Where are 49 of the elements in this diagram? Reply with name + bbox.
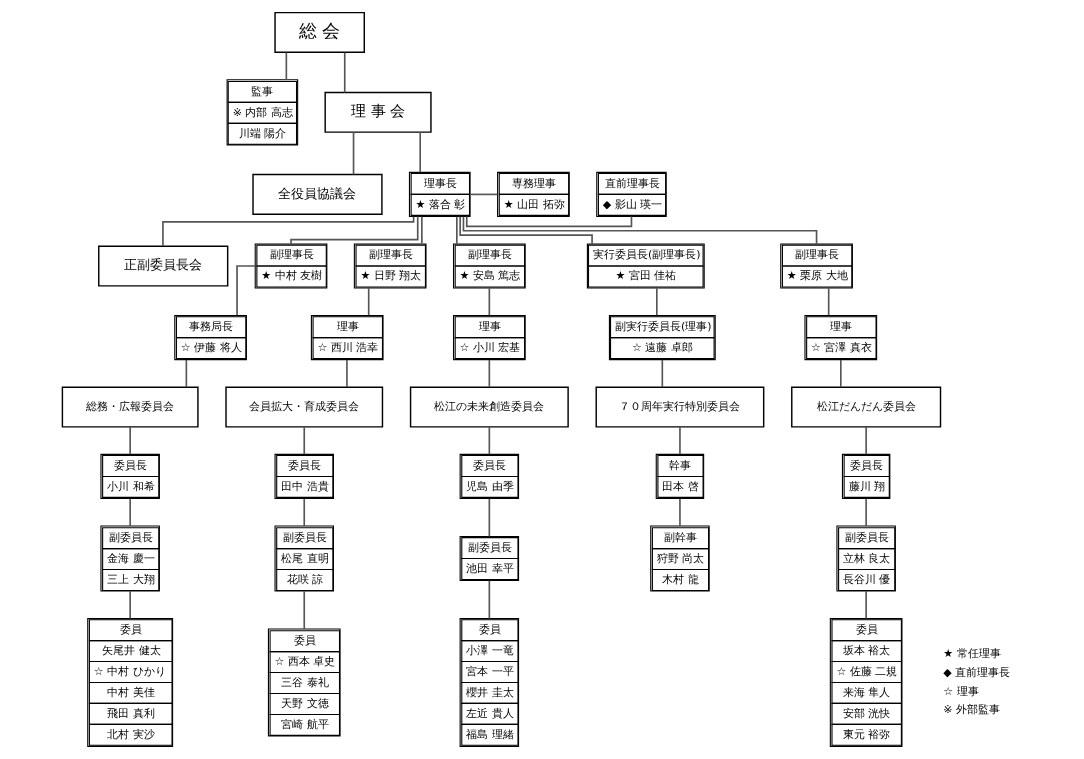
node-box: 理 事 会: [323, 91, 432, 133]
legend-label: ★ 常任理事: [942, 647, 1001, 661]
legend-label: ☆ 理事: [942, 684, 979, 698]
connector: [678, 498, 681, 527]
node-box: 総 会: [273, 11, 365, 53]
connector: [285, 51, 287, 81]
connector: [455, 215, 458, 245]
connector: [128, 590, 131, 620]
connector: [128, 498, 131, 527]
node-box: 総務・広報委員会: [61, 386, 199, 428]
legend-label: ◆ 直前理事長: [942, 665, 1010, 679]
connector: [488, 287, 490, 316]
connector: [302, 498, 305, 527]
connector: [128, 426, 131, 456]
connector: [465, 215, 632, 228]
connector: [864, 590, 867, 620]
node-box: 松江の未来創造委員会: [409, 386, 569, 428]
connector: [161, 215, 414, 247]
connector: [458, 215, 593, 245]
connector: [420, 215, 423, 245]
connector: [185, 359, 187, 388]
node-box: 正副委員長会: [97, 245, 228, 287]
connector: [343, 51, 346, 94]
node-box: ７０周年実行特別委員会: [595, 386, 764, 428]
node-box: 全役員協議会: [251, 173, 383, 215]
connector: [462, 216, 817, 245]
connector: [235, 265, 256, 317]
node-box: 松江だんだん委員会: [790, 386, 941, 428]
connector: [352, 131, 354, 176]
connector: [302, 426, 305, 456]
connector: [864, 498, 867, 527]
connector: [488, 498, 490, 538]
connector: [302, 590, 305, 630]
connector: [827, 287, 829, 316]
legend-label: ※ 外部監事: [942, 703, 1000, 717]
connector: [678, 426, 681, 456]
connector: [345, 359, 348, 388]
connector: [864, 426, 867, 456]
connector: [661, 359, 663, 388]
connector: [488, 426, 490, 456]
connector: [469, 193, 498, 196]
connector: [488, 359, 490, 388]
connector: [488, 579, 490, 620]
node-box: 会員拡大・育成委員会: [224, 386, 383, 428]
connector: [839, 359, 842, 388]
connector: [655, 287, 658, 316]
connector: [289, 215, 419, 245]
connector: [418, 131, 421, 173]
connector: [367, 287, 370, 316]
